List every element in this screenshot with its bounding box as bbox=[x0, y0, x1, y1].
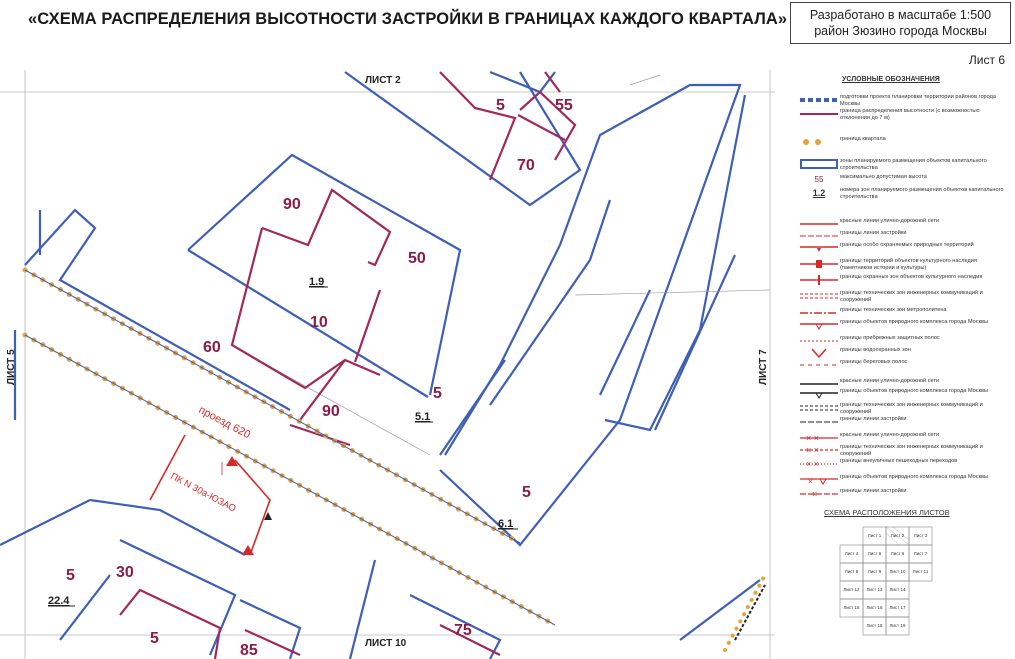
legend-item: × границы линии застройки bbox=[800, 488, 907, 499]
legend-item: границы объектов природного комплекса го… bbox=[780, 388, 1010, 400]
sheet-cell: Лист 8 bbox=[844, 569, 859, 574]
height-label: 50 bbox=[408, 250, 426, 267]
legend-item: границы водоохранных зон bbox=[780, 347, 1010, 359]
sheet-cell: Лист 6 bbox=[867, 551, 882, 556]
sheet-cell: Лист 16 bbox=[866, 605, 883, 610]
sheets-scheme-title: СХЕМА РАСПОЛОЖЕНИЯ ЛИСТОВ bbox=[824, 508, 950, 517]
height-label: 5 bbox=[433, 385, 442, 402]
height-label: 70 bbox=[517, 157, 535, 174]
pk-label: ПК N 30а-ЮЗАО bbox=[169, 471, 238, 515]
legend-item: границы особо охраняемых природных терри… bbox=[780, 242, 1010, 254]
sheet-cell: Лист 12 bbox=[843, 587, 860, 592]
sheet-cell: Лист 4 bbox=[844, 551, 859, 556]
svg-text:×: × bbox=[808, 477, 813, 486]
kvartal-line bbox=[24, 334, 556, 626]
sheet-cell: Лист 18 bbox=[866, 623, 883, 628]
marker-icon bbox=[226, 456, 238, 466]
legend-item: границы береговых полос bbox=[800, 359, 908, 366]
legend-item: зоны планируемого размещения объектов ка… bbox=[780, 158, 1010, 171]
sheet-cell: Лист 16 bbox=[843, 605, 860, 610]
zone-label: 22.4 bbox=[48, 595, 70, 607]
legend-item: × × границы технических зон инженерных к… bbox=[800, 444, 983, 457]
sheet-cell: Лист 9 bbox=[867, 569, 882, 574]
height-label: 30 bbox=[116, 564, 134, 581]
height-label: 60 bbox=[203, 339, 221, 356]
legend-item: границы технических зон инженерных комму… bbox=[800, 402, 983, 415]
legend-item: границы объектов природного комплекса го… bbox=[780, 319, 1010, 331]
street-name: проезд 620 bbox=[197, 404, 253, 441]
legend-panel: УСЛОВНЫЕ ОБОЗНАЧЕНИЯ подготовки проекта … bbox=[780, 74, 1010, 654]
map-canvas[interactable]: ЛИСТ 2 ЛИСТ 10 ЛИСТ 5 ЛИСТ 7 55 5 70 90 … bbox=[0, 70, 775, 659]
legend-item: границы территорий объектов культурного … bbox=[780, 258, 1010, 271]
page-title: «СХЕМА РАСПРЕДЕЛЕНИЯ ВЫСОТНОСТИ ЗАСТРОЙК… bbox=[28, 10, 788, 28]
legend-item: границы технических зон инженерных комму… bbox=[800, 290, 983, 303]
marker-icon bbox=[264, 512, 272, 520]
sheet-left-label: ЛИСТ 5 bbox=[6, 349, 17, 385]
map-svg[interactable]: ЛИСТ 2 ЛИСТ 10 ЛИСТ 5 ЛИСТ 7 55 5 70 90 … bbox=[0, 70, 775, 659]
title-stamp: Разработано в масштабе 1:500 район Зюзин… bbox=[790, 2, 1011, 44]
legend-item: границы линии застройки bbox=[800, 230, 907, 237]
sheet-cell: Лист 17 bbox=[889, 605, 906, 610]
stamp-scale: Разработано в масштабе 1:500 bbox=[809, 8, 992, 22]
zone-labels: 1.9 5.1 6.1 22.4 bbox=[48, 276, 513, 607]
sheet-right-label: ЛИСТ 7 bbox=[758, 349, 769, 385]
quarter-boundaries bbox=[0, 70, 761, 659]
legend-item: границы линии застройки bbox=[800, 416, 907, 423]
red-lines bbox=[149, 434, 271, 556]
sheet-cell: Лист 7 bbox=[913, 551, 928, 556]
legend-item: границы технических зон метрополитена bbox=[800, 307, 947, 314]
legend-item: × × границы внеуличных пешеходных перехо… bbox=[800, 458, 958, 469]
marker-icon bbox=[242, 545, 254, 555]
legend-item: 1.2 номера зон планируемого размещения о… bbox=[812, 187, 1004, 200]
legend-item: границы охранных зон объектов культурног… bbox=[800, 274, 983, 285]
legend-item: красные линии улично-дорожной сети bbox=[800, 378, 940, 385]
legend-item: подготовки проекта планировки территории… bbox=[800, 94, 997, 107]
hash-line bbox=[734, 584, 766, 641]
svg-text:× ×: × × bbox=[806, 459, 819, 469]
height-label: 5 bbox=[66, 567, 75, 584]
legend-item: × границы объектов природного комплекса … bbox=[800, 474, 989, 486]
legend-item: границы прибрежных защитных полос bbox=[800, 335, 940, 342]
svg-text:× ×: × × bbox=[806, 433, 819, 443]
sheet-cell: Лист 6 bbox=[890, 551, 905, 556]
legend-title: УСЛОВНЫЕ ОБОЗНАЧЕНИЯ bbox=[842, 76, 940, 83]
zone-label: 5.1 bbox=[415, 411, 430, 423]
legend-item: красные линии улично-дорожной сети bbox=[800, 218, 940, 225]
height-label: 5 bbox=[496, 97, 505, 114]
sheet-number: Лист 6 bbox=[968, 53, 1005, 67]
svg-text:×: × bbox=[812, 489, 817, 499]
zone-label: 6.1 bbox=[498, 518, 513, 530]
kvartal-boundary bbox=[723, 573, 767, 652]
legend-item: 55 максимально допустимая высота bbox=[814, 174, 927, 184]
thin-lines bbox=[239, 74, 771, 456]
legend-item: граница квартала bbox=[780, 136, 1010, 148]
sheets-grid-svg bbox=[839, 526, 933, 636]
sheet-cell: Лист 2 bbox=[890, 533, 905, 538]
zone-label: 1.9 bbox=[309, 276, 324, 288]
sheet-cell: Лист 13 bbox=[866, 587, 883, 592]
height-label: 55 bbox=[555, 97, 573, 114]
height-label: 75 bbox=[454, 622, 472, 639]
sheet-bottom-label: ЛИСТ 10 bbox=[365, 638, 407, 649]
height-label: 90 bbox=[322, 403, 340, 420]
sheet-cell: Лист 11 bbox=[912, 569, 929, 574]
sheet-top-label: ЛИСТ 2 bbox=[365, 75, 401, 86]
height-label: 85 bbox=[240, 642, 258, 659]
height-label: 90 bbox=[283, 196, 301, 213]
height-zones bbox=[119, 71, 577, 659]
height-label: 5 bbox=[522, 484, 531, 501]
stamp-district: район Зюзино города Москвы bbox=[814, 24, 987, 38]
height-labels: 55 5 70 90 50 10 60 90 5 5 5 30 5 75 85 bbox=[66, 97, 573, 659]
legend-item: граница распределения высотности (с возм… bbox=[800, 108, 980, 121]
sheet-cell: Лист 10 bbox=[889, 569, 906, 574]
kvartal-line bbox=[24, 269, 521, 544]
sheet-cell: Лист 3 bbox=[913, 533, 928, 538]
height-label: 5 bbox=[150, 630, 159, 647]
svg-text:× ×: × × bbox=[806, 445, 819, 455]
height-label: 10 bbox=[310, 314, 328, 331]
legend-item: × × красные линии улично-дорожной сети bbox=[800, 432, 940, 443]
sheet-cell: Лист 19 bbox=[889, 623, 906, 628]
sheet-cell: Лист 1 bbox=[867, 533, 882, 538]
sheet-cell: Лист 14 bbox=[889, 587, 906, 592]
